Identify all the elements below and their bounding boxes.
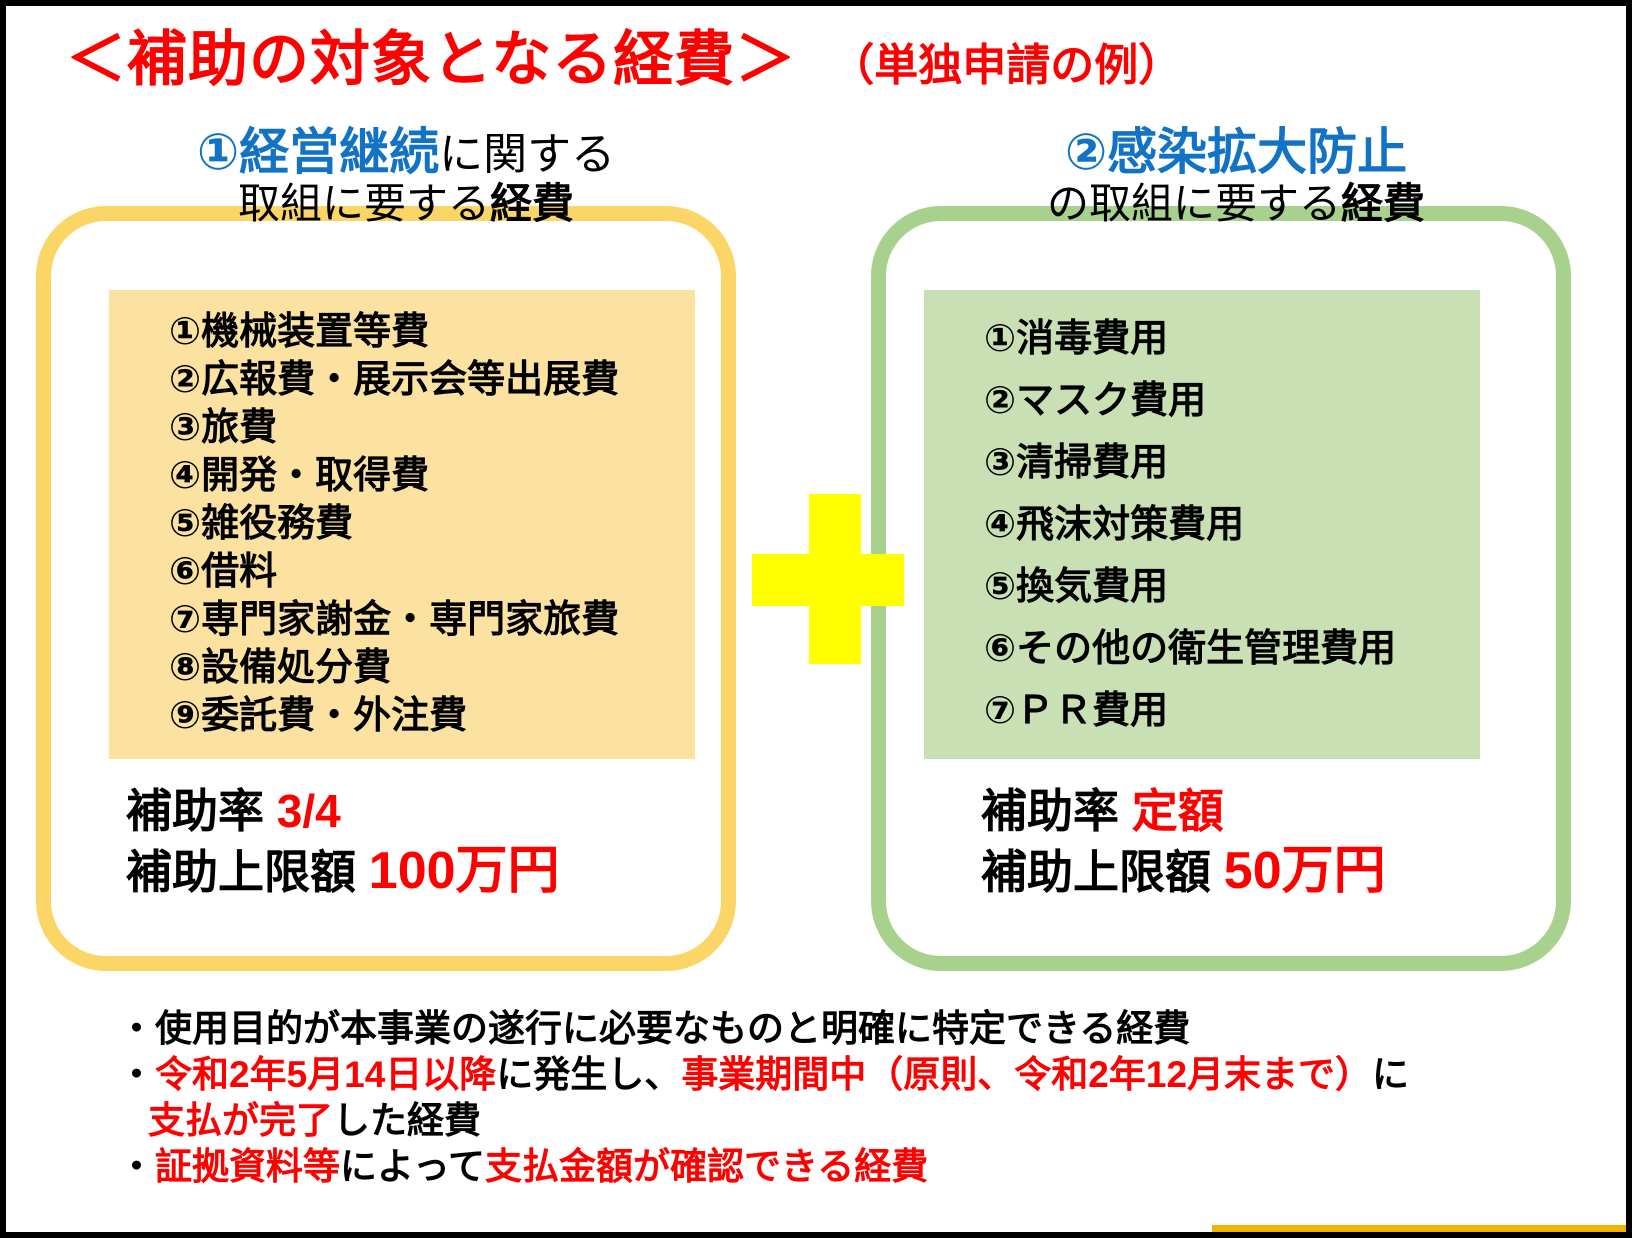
expense-list-box-left: ①機械装置等費 ②広報費・展示会等出展費 ③旅費 ④開発・取得費 ⑤雑役務費 ⑥… [109, 290, 695, 759]
list-item: ⑤換気費用 [984, 566, 1169, 608]
list-item: ⑧設備処分費 [169, 647, 392, 689]
note-line: 支払が完了した経費 [118, 1098, 1598, 1144]
subsidy-rate-left-label: 補助率 [126, 785, 264, 837]
subsidy-rates-right: 補助率 定額 補助上限額 50万円 [981, 781, 1386, 902]
column-heading-left-accent: ①経営継続 [196, 124, 440, 180]
note-line: ・令和2年5月14日以降に発生し、事業期間中（原則、令和2年12月末まで）に [118, 1052, 1598, 1098]
subsidy-cap-right-label: 補助上限額 [981, 846, 1211, 898]
list-item: ④飛沫対策費用 [984, 504, 1245, 546]
list-item: ⑥その他の衛生管理費用 [984, 628, 1397, 670]
note-segment: 令和2年5月14日以降 [155, 1054, 497, 1095]
note-segment: 事業期間中（原則、令和2年12月末まで） [681, 1054, 1373, 1095]
list-item: ⑨委託費・外注費 [169, 695, 468, 737]
list-item: ⑥借料 [169, 551, 278, 593]
column-heading-left-rest: に関する [439, 130, 616, 179]
expense-list-left: ①機械装置等費 ②広報費・展示会等出展費 ③旅費 ④開発・取得費 ⑤雑役務費 ⑥… [169, 308, 695, 740]
subsidy-rates-left: 補助率 3/4 補助上限額 100万円 [126, 781, 560, 902]
list-item: ①消毒費用 [984, 318, 1169, 360]
list-item: ⑤雑役務費 [169, 503, 354, 545]
note-segment: に発生し、 [496, 1054, 682, 1095]
note-segment: に [1372, 1054, 1410, 1095]
column-heading-left-line2-normal: 取組に要する [237, 180, 490, 227]
list-item: ③清掃費用 [984, 442, 1169, 484]
note-bullet: ・ [118, 1008, 155, 1049]
subsidy-rate-left: 補助率 3/4 [126, 781, 560, 841]
list-item: ②マスク費用 [984, 380, 1207, 422]
subsidy-rate-right-value: 定額 [1131, 785, 1224, 837]
note-segment: した経費 [333, 1100, 481, 1141]
subsidy-cap-left-value: 100万円 [368, 842, 560, 900]
page-title: ＜補助の対象となる経費＞ （単独申請の例） [66, 28, 1182, 91]
plus-icon-horizontal-bar [752, 554, 904, 606]
subsidy-cap-right-value: 50万円 [1223, 842, 1386, 900]
note-bullet: ・ [118, 1146, 155, 1187]
expense-list-right: ①消毒費用 ②マスク費用 ③清掃費用 ④飛沫対策費用 ⑤換気費用 ⑥その他の衛生… [984, 308, 1480, 742]
note-segment: 支払金額が確認できる経費 [485, 1146, 929, 1187]
list-item: ④開発・取得費 [169, 455, 430, 497]
column-heading-right: ②感染拡大防止 の取組に要する経費 [906, 124, 1566, 227]
expense-list-box-right: ①消毒費用 ②マスク費用 ③清掃費用 ④飛沫対策費用 ⑤換気費用 ⑥その他の衛生… [924, 290, 1480, 759]
subsidy-cap-left: 補助上限額 100万円 [126, 841, 560, 902]
note-line: ・使用目的が本事業の遂行に必要なものと明確に特定できる経費 [118, 1006, 1598, 1052]
list-item: ⑦ＰＲ費用 [984, 690, 1169, 732]
note-segment: 証拠資料等 [155, 1146, 340, 1187]
subsidy-cap-right: 補助上限額 50万円 [981, 841, 1386, 902]
note-segment: 使用目的が本事業の遂行に必要なものと明確に特定できる経費 [155, 1008, 1191, 1049]
subsidy-cap-left-label: 補助上限額 [126, 846, 356, 898]
column-heading-right-line2-normal: の取組に要する [1046, 180, 1341, 227]
list-item: ⑦専門家謝金・専門家旅費 [169, 599, 620, 641]
note-segment: によって [340, 1146, 486, 1187]
subsidy-rate-right: 補助率 定額 [981, 781, 1386, 841]
note-bullet: ・ [118, 1054, 155, 1095]
note-segment: 支払が完了 [148, 1100, 333, 1141]
column-heading-left-line2-bold: 経費 [490, 180, 575, 227]
list-item: ③旅費 [169, 407, 278, 449]
plus-icon [752, 494, 904, 664]
column-heading-left: ①経営継続に関する 取組に要する経費 [76, 124, 736, 227]
column-heading-right-accent: ②感染拡大防止 [1064, 124, 1408, 180]
list-item: ①機械装置等費 [169, 311, 430, 353]
panel-business-continuity [36, 206, 736, 971]
notes-section: ・使用目的が本事業の遂行に必要なものと明確に特定できる経費 ・令和2年5月14日… [118, 1006, 1598, 1190]
gold-accent-strip [1212, 1225, 1626, 1232]
title-main-text: ＜補助の対象となる経費＞ [66, 26, 797, 93]
subsidy-rate-right-label: 補助率 [981, 785, 1119, 837]
column-heading-right-line2-bold: 経費 [1341, 180, 1426, 227]
list-item: ②広報費・展示会等出展費 [169, 359, 620, 401]
note-line: ・証拠資料等によって支払金額が確認できる経費 [118, 1144, 1598, 1190]
subsidy-rate-left-value: 3/4 [276, 785, 341, 837]
title-sub-text: （単独申請の例） [830, 41, 1183, 90]
